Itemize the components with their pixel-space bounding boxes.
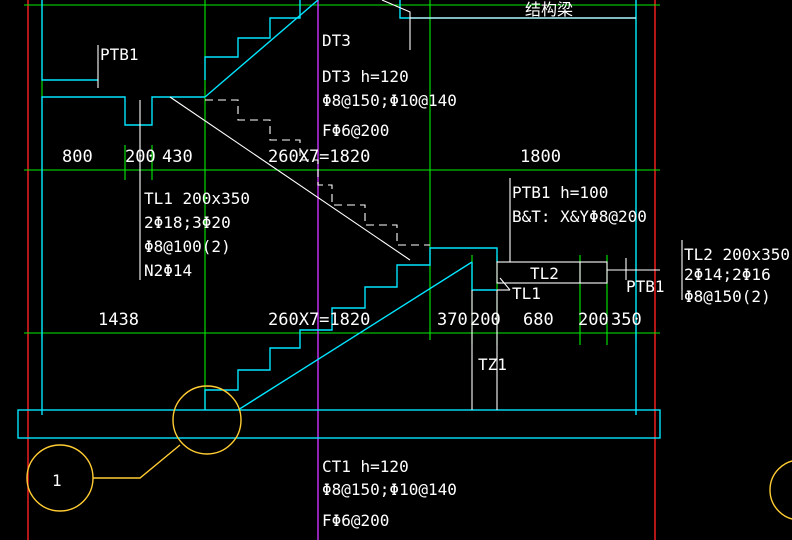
dim-260x7-lower: 260X7=1820 [268,310,370,330]
label-tl2-title: TL2 200x350 [684,245,790,264]
upper-landing-outline [41,0,98,81]
label-tl1-small: TL1 [512,284,541,303]
stair-outline [17,0,661,439]
hidden-steps [205,99,430,246]
axis-bubble-label: 1 [52,471,62,490]
upper-flight-soffit [204,0,319,98]
lower-flight-soffit [237,261,473,411]
label-tl2-box: TL2 [530,264,559,283]
detail-leader [93,444,181,479]
dim-800: 800 [62,147,93,167]
label-tl1-line2: 2Φ18;3Φ20 [144,213,231,232]
tl1-small-outline [471,262,497,291]
label-ptb1-rebar: B&T: X&YΦ8@200 [512,207,647,226]
dim-200-a: 200 [470,310,501,330]
label-dt3-rebar2: FΦ6@200 [322,121,389,140]
tl1-beam-outline [41,96,205,415]
label-jiegouliang: 结构梁 [525,0,573,19]
label-ct1-h: CT1 h=120 [322,457,409,476]
tl2-box [496,261,608,284]
dim-350: 350 [611,310,642,330]
axis-bubble-partial [769,460,792,520]
label-tl1-line4: N2Φ14 [144,261,192,280]
leaders [97,0,683,410]
label-ptb1-h: PTB1 h=100 [512,183,608,202]
label-tl2-line3: Φ8@150(2) [684,287,771,306]
label-dt3-rebar1: Φ8@150;Φ10@140 [322,91,457,110]
label-tl2-line2: 2Φ14;2Φ16 [684,265,771,284]
label-ptb1-top: PTB1 [100,45,139,64]
bottom-slab [17,409,661,439]
axis-bubble [26,444,94,512]
dim-680: 680 [523,310,554,330]
hidden-soffit [169,96,411,261]
label-tz1: TZ1 [478,355,507,374]
label-dt3-h: DT3 h=120 [322,67,409,86]
label-dt3: DT3 [322,31,351,50]
beam-leader [381,0,411,50]
upper-dimension-text: 800 200 430 260X7=1820 1800 [62,147,561,167]
dim-430: 430 [162,147,193,167]
lower-dimension-text: 1438 260X7=1820 370 200 680 200 350 [98,310,642,330]
dim-260x7: 260X7=1820 [268,147,370,167]
bubbles [26,385,792,520]
label-tl1-title: TL1 200x350 [144,189,250,208]
dim-200-b: 200 [578,310,609,330]
dim-1438: 1438 [98,310,139,330]
label-tl1-line3: Φ8@100(2) [144,237,231,256]
hidden-lines [169,96,430,261]
top-right-outline [399,0,636,19]
dim-1800: 1800 [520,147,561,167]
annotations: PTB1 DT3 结构梁 DT3 h=120 Φ8@150;Φ10@140 FΦ… [52,0,790,530]
upper-flight-steps [204,0,301,80]
lower-flight-steps [204,247,498,410]
label-ct1-rebar1: Φ8@150;Φ10@140 [322,480,457,499]
detail-circle [172,385,242,455]
dim-200: 200 [125,147,156,167]
label-ct1-rebar2: FΦ6@200 [322,511,389,530]
label-ptb1-right: PTB1 [626,277,665,296]
tl1-small-leader-b [499,277,511,291]
dim-370: 370 [437,310,468,330]
